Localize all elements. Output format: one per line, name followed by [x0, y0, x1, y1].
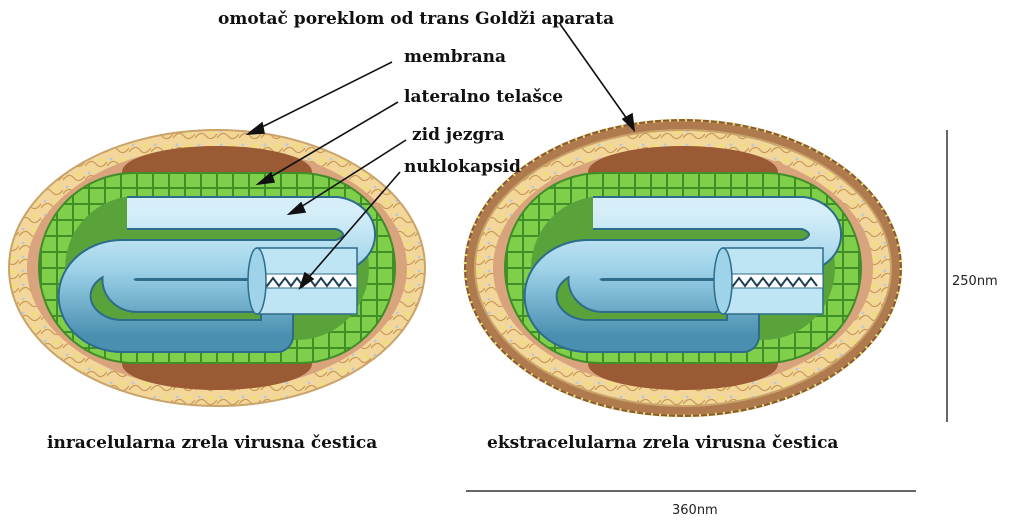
label-membrane: membrana	[404, 47, 506, 67]
label-nucleocapsid: nuklokapsid	[404, 157, 521, 177]
caption-extracellular: ekstracelularna zrela virusna čestica	[487, 433, 838, 453]
label-envelope: omotač poreklom od trans Goldži aparata	[218, 9, 614, 29]
intracellular-particle	[9, 130, 425, 406]
label-lateral-body: lateralno telašce	[404, 87, 563, 107]
caption-intracellular: inracelularna zrela virusna čestica	[47, 433, 377, 453]
extracellular-particle	[465, 120, 901, 416]
label-core-wall: zid jezgra	[412, 125, 504, 145]
width-dimension-label: 360nm	[672, 503, 718, 518]
height-dimension-label: 250nm	[952, 274, 998, 289]
